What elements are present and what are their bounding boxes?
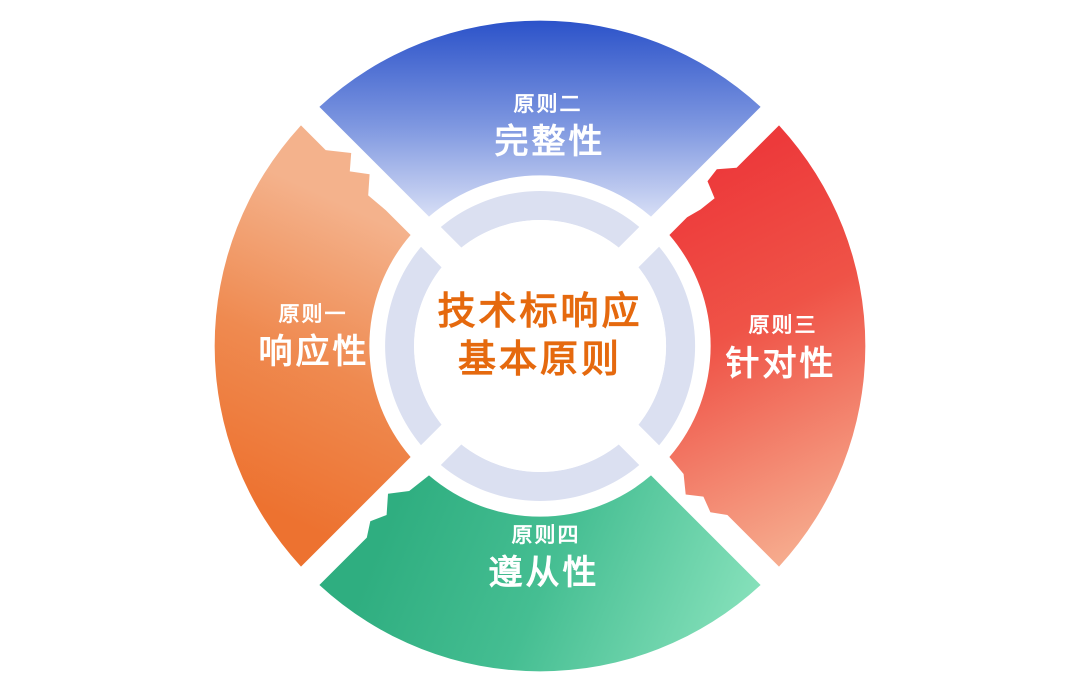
segment-right-principle: 原则三 xyxy=(749,314,818,337)
segment-top xyxy=(319,20,761,217)
segment-bottom-label: 遵从性 xyxy=(489,554,600,592)
segment-left xyxy=(214,125,411,567)
segment-right xyxy=(669,125,866,567)
center-circle xyxy=(414,220,666,472)
segment-left-label: 响应性 xyxy=(259,333,370,371)
segment-bottom xyxy=(319,475,761,672)
segment-labels: 原则二 完整性 原则三 针对性 原则四 遵从性 原则一 响应性 xyxy=(259,93,837,592)
segment-top-label: 完整性 xyxy=(495,122,606,161)
center-title-line1: 技术标响应 xyxy=(437,291,642,333)
segment-left-principle: 原则一 xyxy=(279,303,348,326)
center-title: 技术标响应 基本原则 xyxy=(437,291,642,381)
segment-right-label: 针对性 xyxy=(726,345,837,383)
center-title-line2: 基本原则 xyxy=(458,339,622,381)
segment-top-principle: 原则二 xyxy=(514,93,583,116)
segment-bottom-principle: 原则四 xyxy=(512,524,581,547)
